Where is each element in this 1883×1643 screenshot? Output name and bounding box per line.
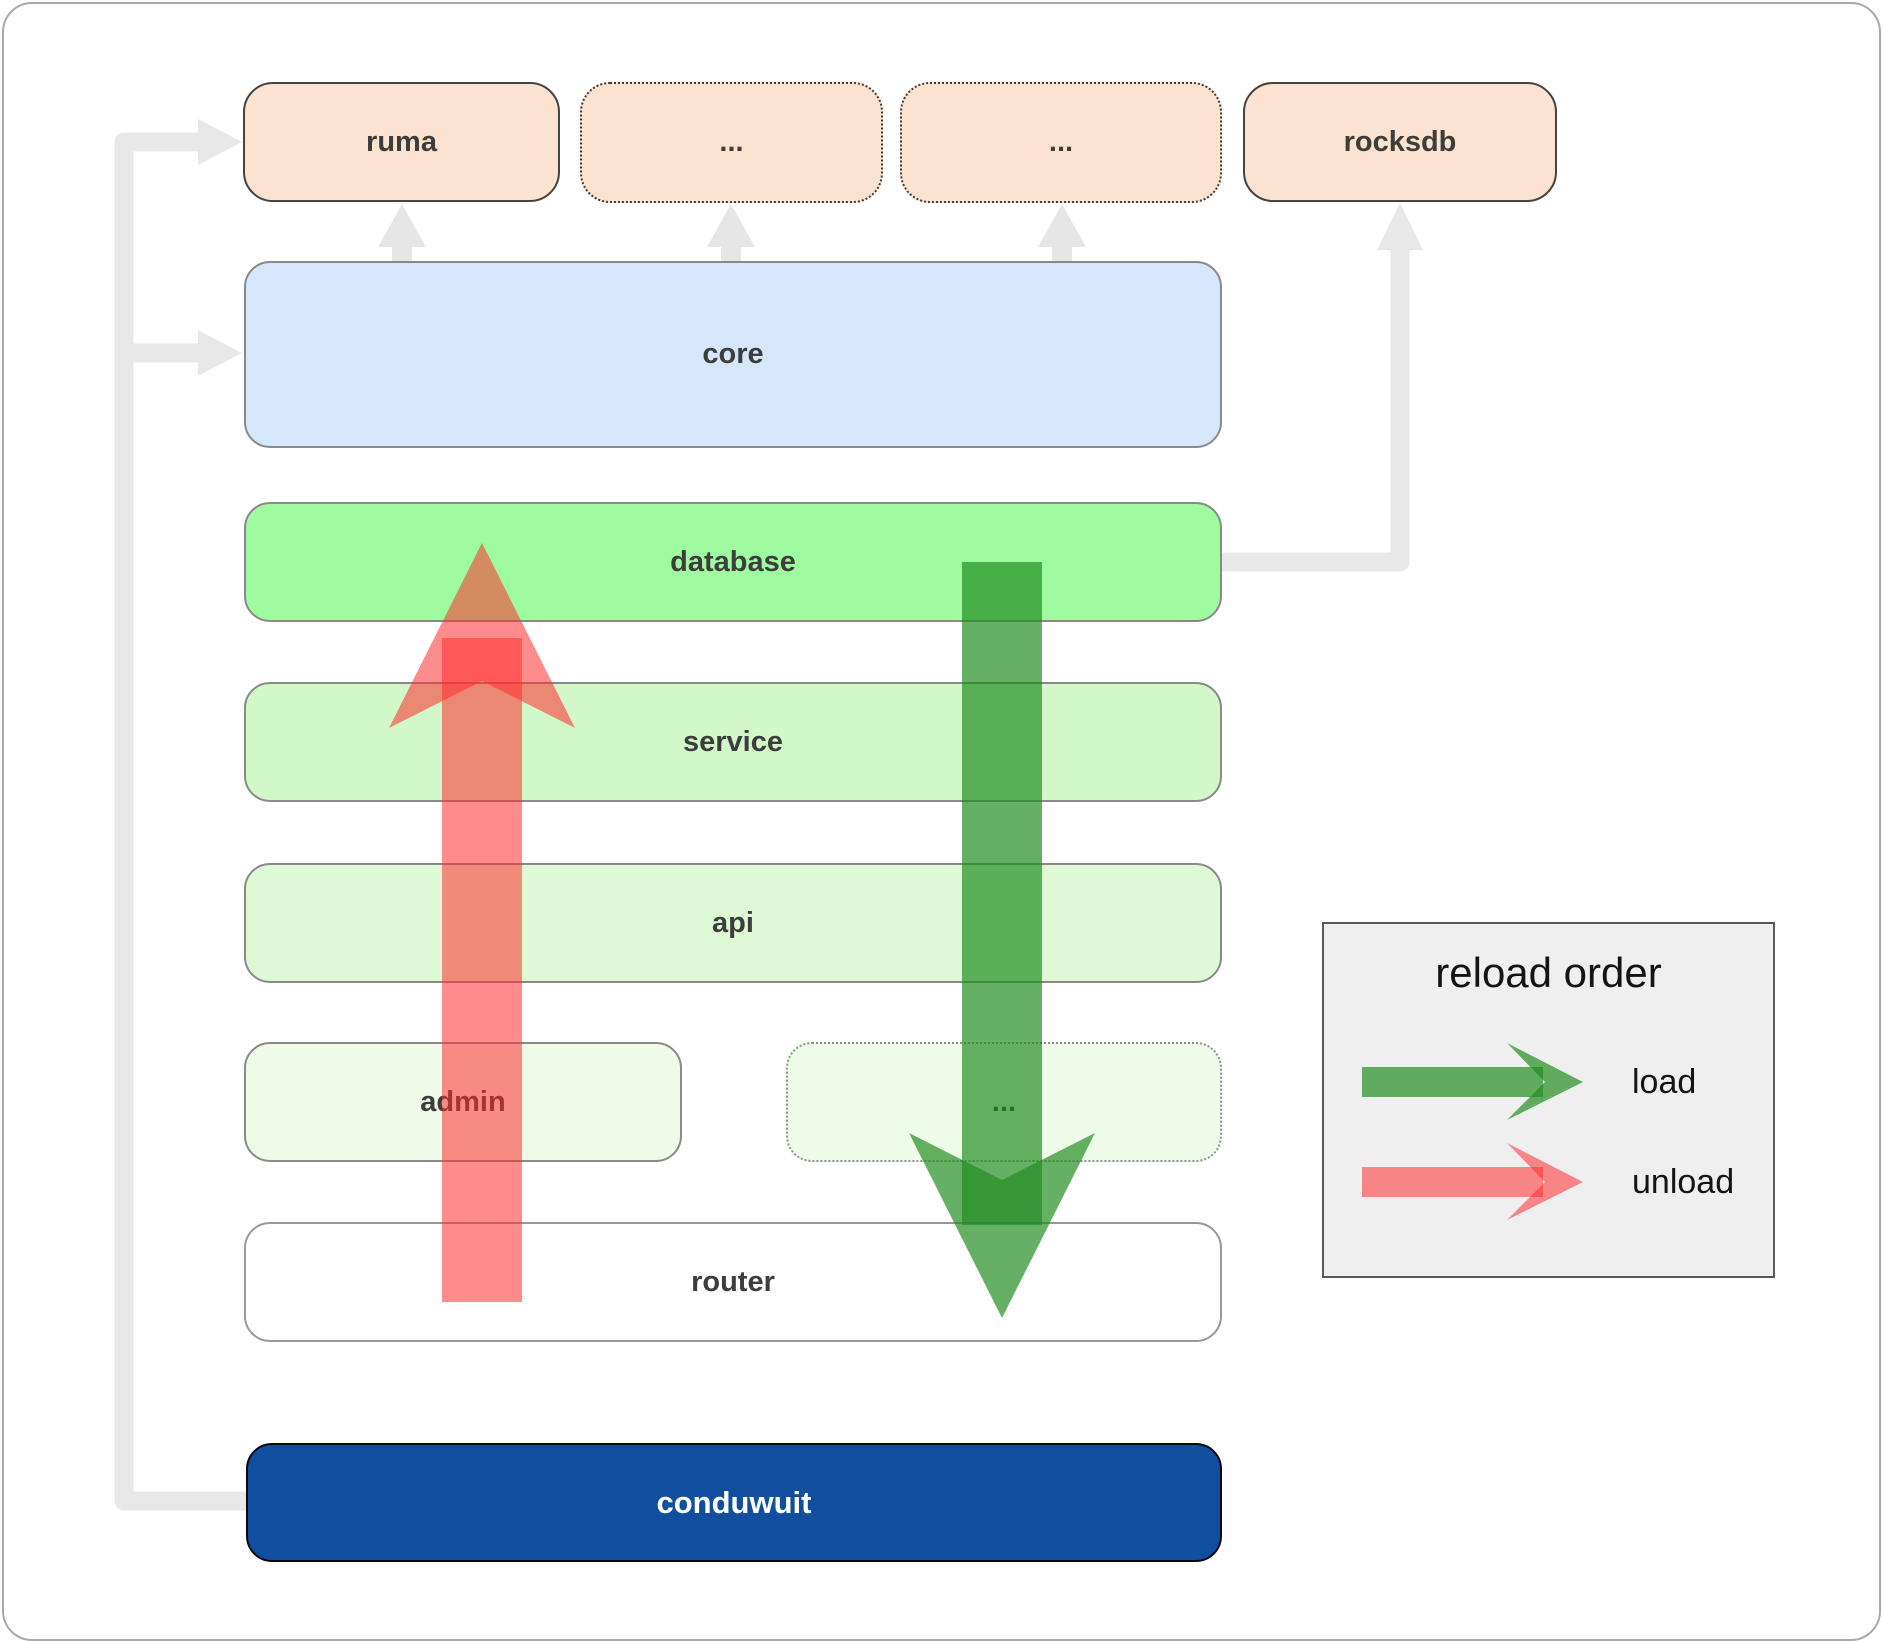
legend-title: reload order [1435, 949, 1662, 996]
node-router-label: router [691, 1265, 775, 1298]
core-to-ellipsis1-arrow [707, 204, 755, 261]
core-dependency-arrows [378, 204, 1086, 261]
node-core-label: core [702, 338, 764, 370]
node-service: service [244, 682, 1222, 802]
legend-load-label: load [1632, 1063, 1697, 1101]
connector-ruma-arrowhead [198, 119, 242, 165]
node-ruma-label: ruma [366, 125, 437, 158]
connector-core-arrowhead [198, 330, 242, 376]
core-to-ellipsis2-arrow [1038, 204, 1086, 261]
legend-unload-label: unload [1632, 1163, 1735, 1201]
node-dependency-ellipsis-2-label: ... [1048, 126, 1074, 158]
node-service-ellipsis-label: ... [991, 1085, 1017, 1118]
node-database-label: database [670, 545, 796, 578]
connector-database-rocksdb-path [1222, 250, 1410, 572]
node-service-label: service [683, 725, 783, 758]
node-admin-label: admin [420, 1085, 506, 1118]
node-dependency-ellipsis-1-label: ... [719, 126, 744, 158]
node-rocksdb: rocksdb [1243, 82, 1557, 202]
node-router: router [244, 1222, 1222, 1342]
connector-conduwuit-ruma-path [114, 132, 246, 1511]
node-dependency-ellipsis-1: ... [580, 82, 883, 203]
node-api-label: api [712, 906, 754, 939]
node-service-ellipsis: ... [786, 1042, 1222, 1162]
core-to-ruma-arrow [378, 204, 426, 261]
node-rocksdb-label: rocksdb [1343, 125, 1457, 158]
node-core: core [244, 261, 1222, 448]
node-conduwuit-label: conduwuit [656, 1484, 812, 1520]
node-dependency-ellipsis-2: ... [900, 82, 1222, 203]
node-conduwuit: conduwuit [246, 1443, 1222, 1562]
node-admin: admin [244, 1042, 682, 1162]
connector-rocksdb-arrowhead [1377, 203, 1423, 250]
node-api: api [244, 863, 1222, 983]
node-database: database [244, 502, 1222, 622]
connector-conduwuit-to-deps [114, 132, 246, 1511]
node-ruma: ruma [243, 82, 560, 202]
